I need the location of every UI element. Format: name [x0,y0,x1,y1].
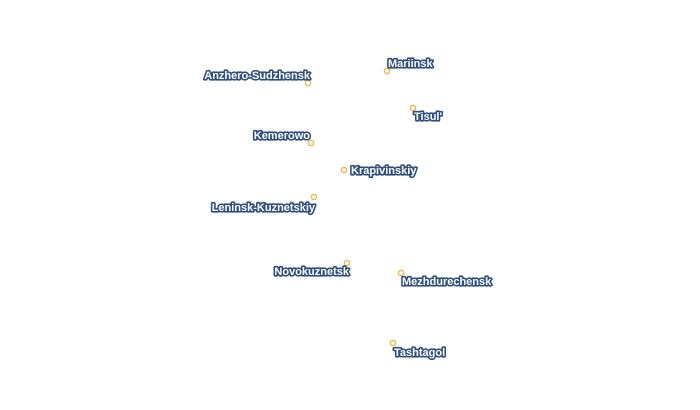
city-marker-mezhdurechensk [397,269,405,277]
city-anzhero-sudzhensk[interactable]: Anzhero-Sudzhensk [203,68,312,87]
city-leninsk-kuznetskiy[interactable]: Leninsk-Kuznetskiy [210,193,318,216]
city-marker-anzhero-sudzhensk [304,79,312,87]
city-label-mariinsk: Mariinsk [388,58,434,70]
city-label-tisul: Tisul' [414,111,442,123]
city-label-mezhdurechensk: Mezhdurechensk [402,276,492,288]
city-mezhdurechensk[interactable]: Mezhdurechensk [397,269,494,290]
city-tisul[interactable]: Tisul' [409,104,444,125]
city-tashtagol[interactable]: Tashtagol [389,339,447,361]
city-krapivinskiy[interactable]: Krapivinskiy [340,163,419,179]
city-label-leninsk-kuznetskiy: Leninsk-Kuznetskiy [212,202,316,214]
city-mariinsk[interactable]: Mariinsk [383,56,435,75]
city-marker-tisul [409,104,417,112]
city-marker-mariinsk [383,67,391,75]
city-marker-krapivinskiy [340,166,348,174]
city-marker-novokuznetsk [343,259,351,267]
city-marker-leninsk-kuznetskiy [310,193,318,201]
city-label-novokuznetsk: Novokuznetsk [274,266,349,278]
city-label-kemerowo: Kemerowo [254,130,311,142]
city-label-krapivinskiy: Krapivinskiy [351,165,417,177]
city-novokuznetsk[interactable]: Novokuznetsk [273,259,351,280]
city-marker-kemerowo [307,139,315,147]
city-marker-tashtagol [389,339,397,347]
city-label-anzhero-sudzhensk: Anzhero-Sudzhensk [204,70,311,82]
city-label-tashtagol: Tashtagol [394,347,445,359]
city-kemerowo[interactable]: Kemerowo [252,128,315,147]
